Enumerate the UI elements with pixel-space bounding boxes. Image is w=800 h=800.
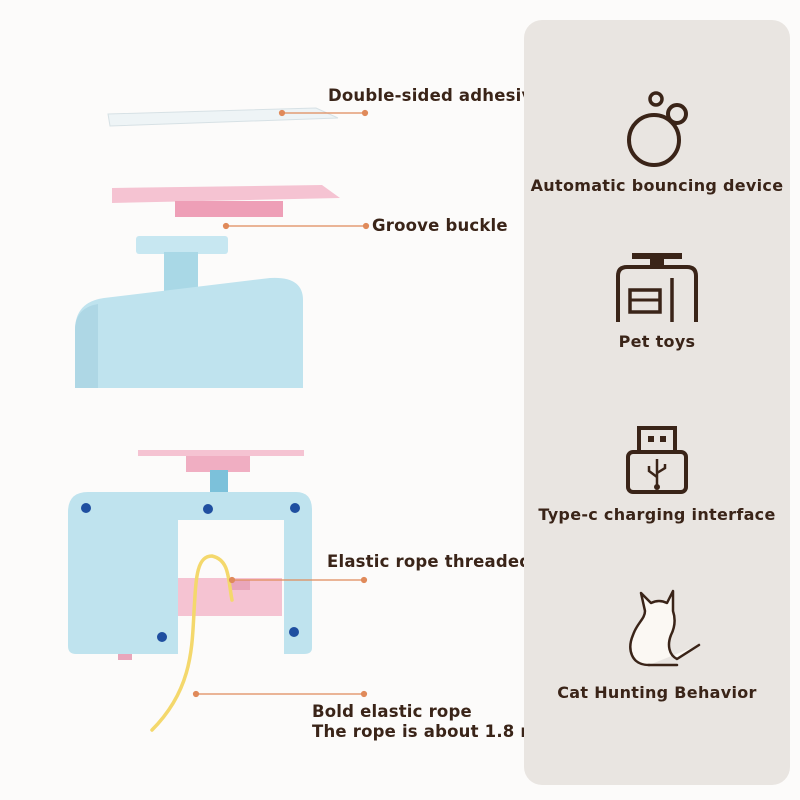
feature-type-c: Type-c charging interface [524, 425, 790, 524]
groove-plate-illustration [112, 185, 340, 217]
feature-label: Cat Hunting Behavior [557, 683, 757, 702]
usb-plug-icon [626, 426, 688, 494]
adhesive-tape-illustration [107, 107, 339, 127]
bubbles-icon [627, 91, 688, 167]
feature-pet-toys: Pet toys [524, 252, 790, 351]
feature-cat-hunting: Cat Hunting Behavior [524, 583, 790, 702]
cat-icon [629, 589, 701, 667]
device-top-illustration [75, 236, 303, 388]
feature-label: Automatic bouncing device [530, 176, 784, 195]
feature-label: Pet toys [618, 332, 696, 351]
features-panel: Automatic bouncing device Pet toys Type-… [524, 20, 790, 785]
leader-lines [192, 109, 370, 698]
feature-bouncing: Automatic bouncing device [524, 90, 790, 195]
device-bottom-illustration [68, 450, 312, 732]
feature-label: Type-c charging interface [538, 505, 776, 524]
bold-rope-callout-line1: Bold elastic rope [312, 702, 472, 721]
pet-toy-box-icon [616, 253, 698, 322]
groove-buckle-callout: Groove buckle [372, 216, 508, 235]
